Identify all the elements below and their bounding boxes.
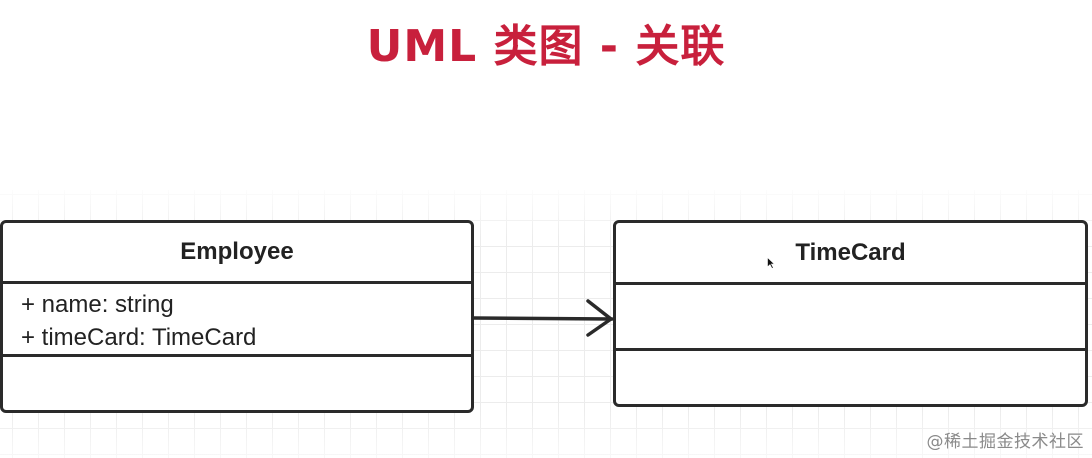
attributes-compartment-timecard	[616, 285, 1085, 351]
watermark: @稀土掘金技术社区	[926, 432, 1084, 452]
mouse-cursor-icon	[767, 257, 775, 269]
class-timecard[interactable]: TimeCard	[613, 220, 1088, 407]
class-name-employee: Employee	[3, 223, 471, 284]
attribute-name: + name: string	[21, 291, 174, 318]
class-name-timecard: TimeCard	[616, 223, 1085, 285]
page-title: UML 类图 - 关联	[366, 21, 726, 72]
attributes-compartment-employee: + name: string + timeCard: TimeCard	[3, 284, 471, 357]
attribute-timecard: + timeCard: TimeCard	[21, 324, 257, 351]
class-employee[interactable]: Employee + name: string + timeCard: Time…	[0, 220, 474, 413]
